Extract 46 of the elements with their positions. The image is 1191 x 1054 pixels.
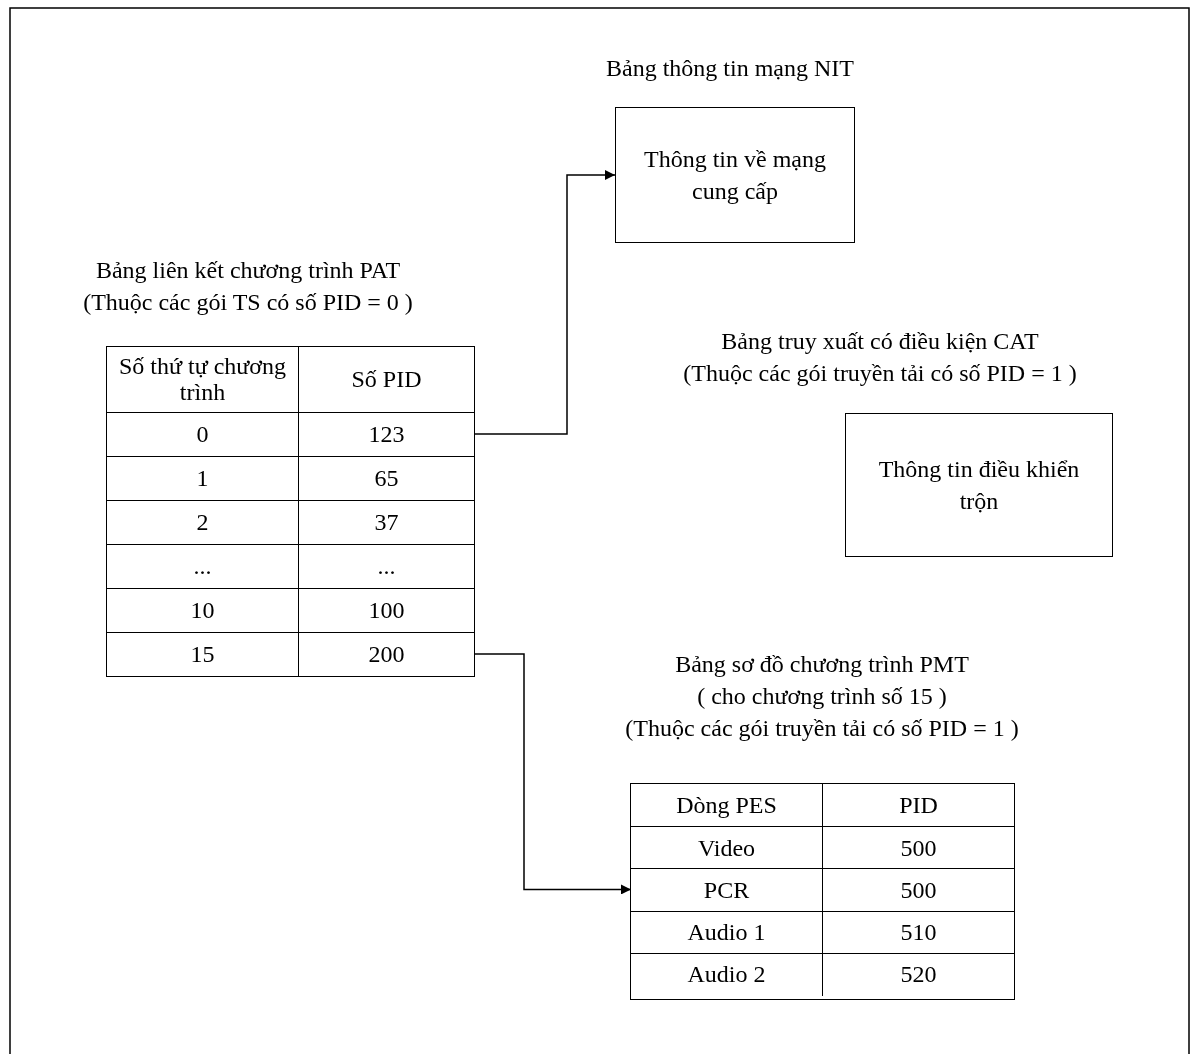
table-row [631, 868, 1014, 911]
table-row [107, 588, 474, 632]
box-text: Thông tin về mạng cung cấp [643, 145, 827, 206]
table-cell: Số thứ tự chương trình [107, 347, 299, 412]
table-row [631, 952, 1014, 995]
table-cell-text: 37 [373, 508, 400, 538]
table-cell: 1 [107, 457, 299, 501]
table-row [107, 632, 474, 676]
table-cell-text: 520 [899, 960, 938, 990]
table-title: Bảng sơ đồ chương trình PMT [675, 650, 969, 679]
table-cell-text: Số PID [350, 364, 423, 394]
table-cell: 15 [107, 633, 299, 677]
table-row [107, 500, 474, 544]
table-cell: Video [631, 827, 823, 870]
table-cell: 10 [107, 589, 299, 633]
table-cell-text: 200 [367, 640, 406, 670]
table-title: Bảng truy xuất có điều kiện CAT [721, 327, 1039, 356]
table-cell: 2 [107, 501, 299, 545]
table-cell-text: 65 [373, 464, 400, 494]
table-cell: ... [107, 545, 299, 589]
table-cell-text: PID [898, 790, 939, 820]
table-cell: PCR [631, 869, 823, 912]
arrow [473, 653, 632, 895]
table-title: (Thuộc các gói truyền tải có số PID = 1 ) [683, 359, 1077, 388]
table-cell: Audio 1 [631, 911, 823, 954]
table-cell: Dòng PES [631, 784, 823, 827]
table-row [107, 544, 474, 588]
table-title: Bảng thông tin mạng NIT [606, 54, 854, 83]
box-text: Thông tin điều khiển trộn [877, 455, 1081, 516]
table-row [631, 826, 1014, 869]
table-row [107, 412, 474, 456]
arrow [473, 170, 616, 435]
table-row [631, 910, 1014, 953]
table-cell: 0 [107, 413, 299, 457]
table-title: ( cho chương trình số 15 ) [697, 682, 947, 711]
table-title: (Thuộc các gói truyền tải có số PID = 1 ) [625, 714, 1019, 743]
table-cell-text: 500 [899, 833, 938, 863]
table-cell: Audio 2 [631, 953, 823, 996]
table-cell-text: 100 [367, 596, 406, 626]
table-title: Bảng liên kết chương trình PAT [95, 256, 401, 285]
table-title: (Thuộc các gói TS có số PID = 0 ) [83, 288, 413, 317]
table-cell-text: 123 [367, 420, 406, 450]
table-cell-text: 510 [899, 918, 938, 948]
table-row [107, 456, 474, 500]
table-cell-text: ... [376, 552, 397, 582]
table-cell-text: 500 [899, 875, 938, 905]
